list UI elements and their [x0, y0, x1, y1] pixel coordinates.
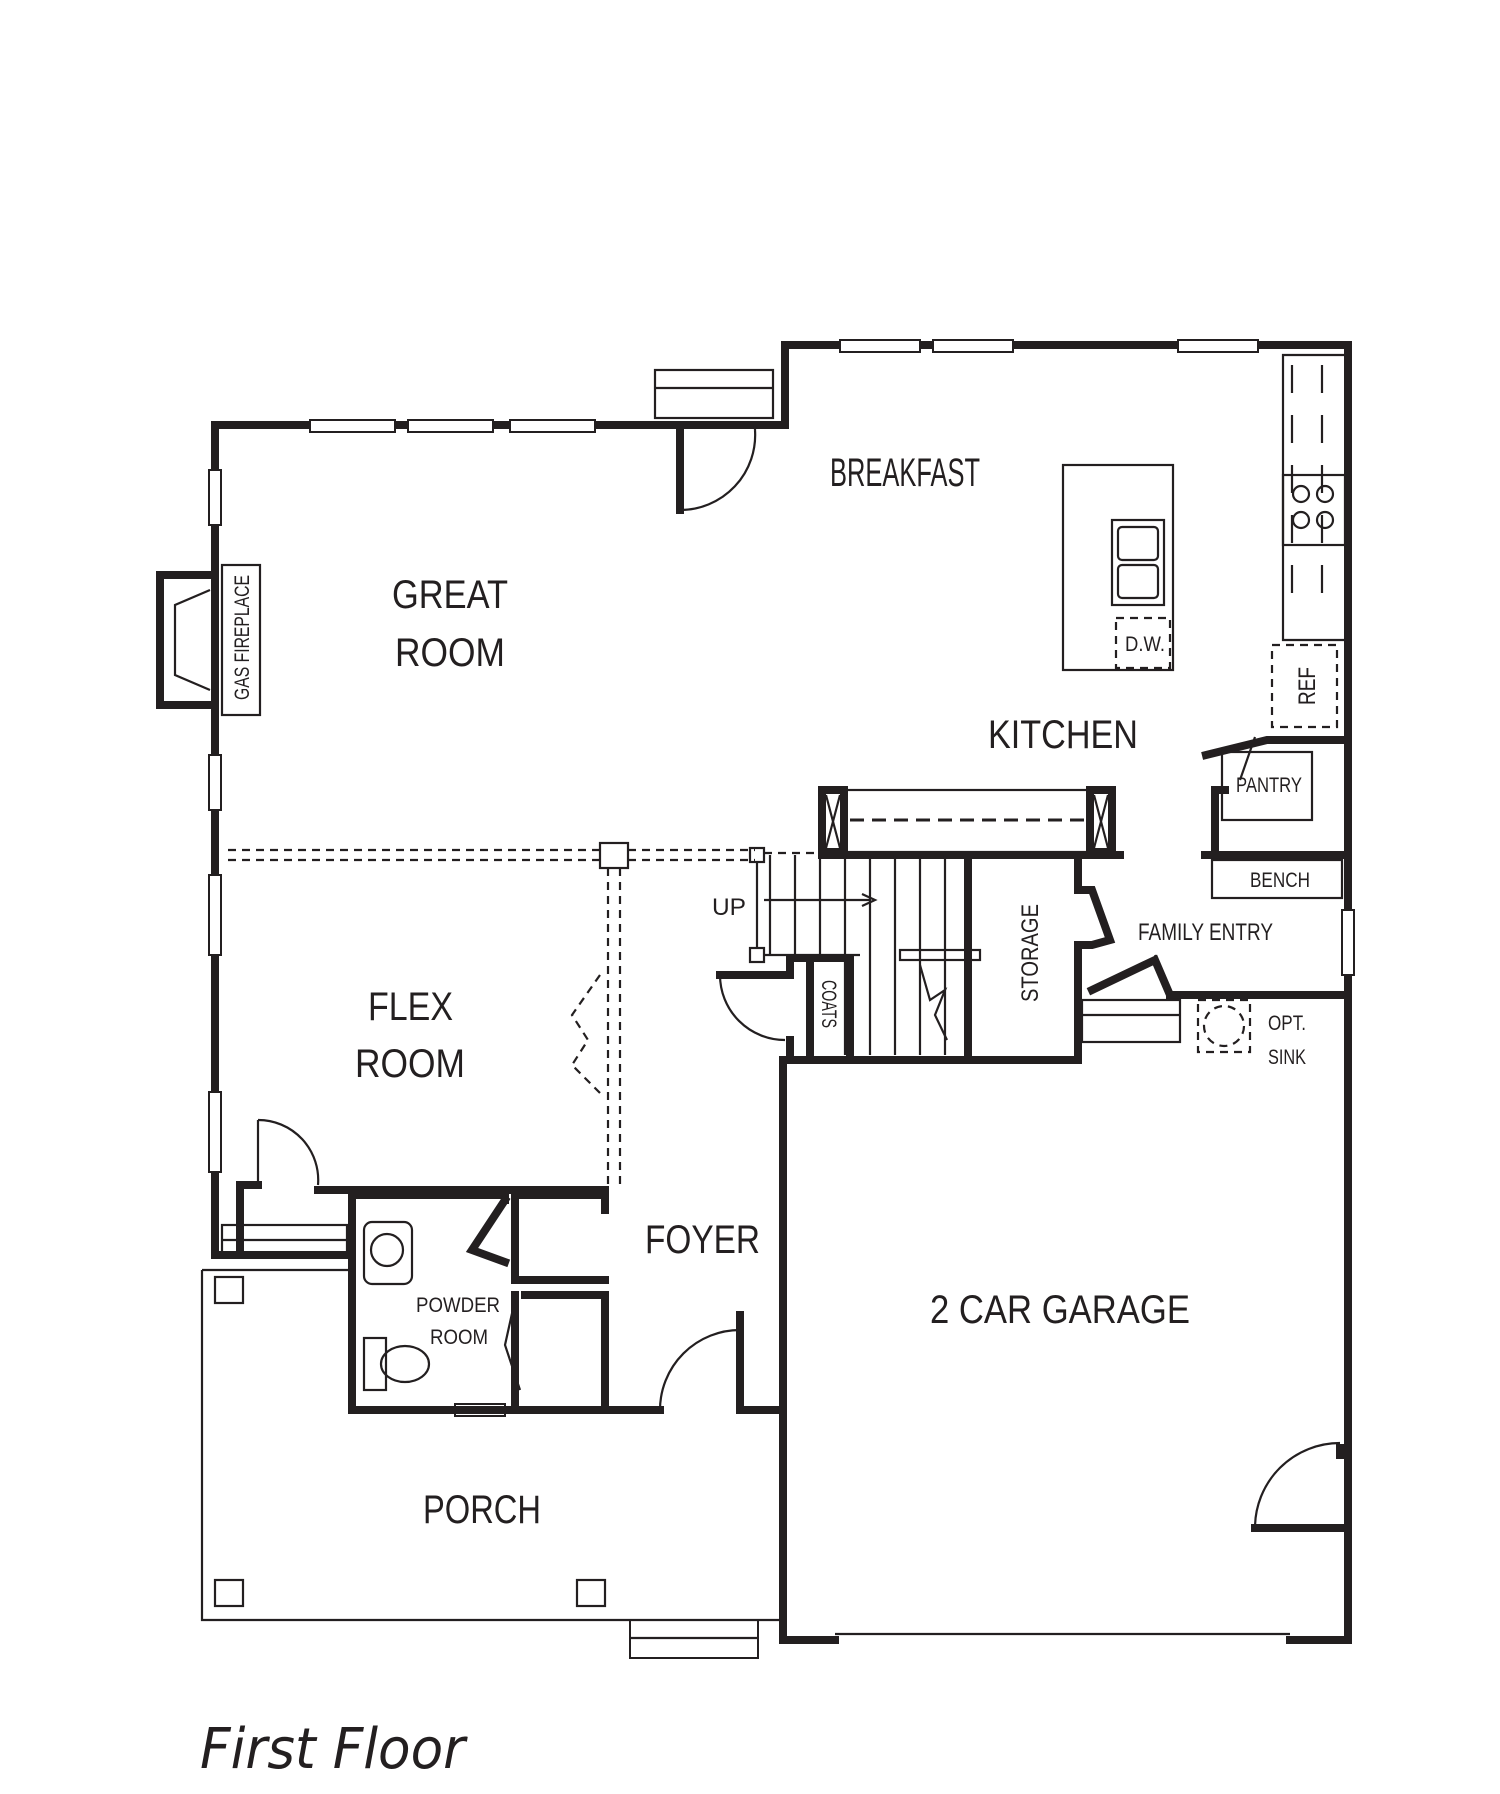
kitchen-fixtures [818, 353, 1352, 900]
pantry-label: PANTRY [1236, 774, 1302, 797]
back-door [653, 368, 775, 514]
powder-room [314, 1186, 787, 1414]
porch-label: PORCH [423, 1488, 541, 1532]
coats-label: COATS [817, 980, 840, 1028]
up-label: UP [712, 894, 746, 921]
opt-sink-label-2: SINK [1268, 1046, 1306, 1069]
great-room-label-2: ROOM [395, 631, 505, 675]
foyer-label: FOYER [645, 1218, 760, 1262]
floor-title: First Floor [200, 1717, 468, 1782]
opt-sink-label-1: OPT. [1268, 1012, 1306, 1035]
flex-room-label-2: ROOM [355, 1042, 465, 1086]
flex-room-walls [211, 974, 609, 1259]
garage-label: 2 CAR GARAGE [930, 1288, 1190, 1332]
ref-label: REF [1294, 667, 1321, 705]
porch [200, 1268, 780, 1622]
flex-room-label-1: FLEX [368, 985, 453, 1029]
powder-room-label-1: POWDER [416, 1294, 500, 1317]
family-entry-label: FAMILY ENTRY [1138, 919, 1273, 946]
fireplace [156, 563, 262, 717]
breakfast-label: BREAKFAST [830, 451, 980, 495]
gas-fireplace-label: GAS FIREPLACE [231, 575, 254, 700]
bench-label: BENCH [1250, 869, 1310, 892]
great-room-label-1: GREAT [392, 573, 508, 617]
stairs [228, 841, 1352, 1190]
kitchen-label: KITCHEN [988, 713, 1138, 757]
dishwasher-label: D.W. [1125, 633, 1165, 656]
storage-label: STORAGE [1017, 904, 1044, 1002]
garage-door [1251, 1441, 1352, 1532]
powder-room-label-2: ROOM [430, 1326, 488, 1349]
